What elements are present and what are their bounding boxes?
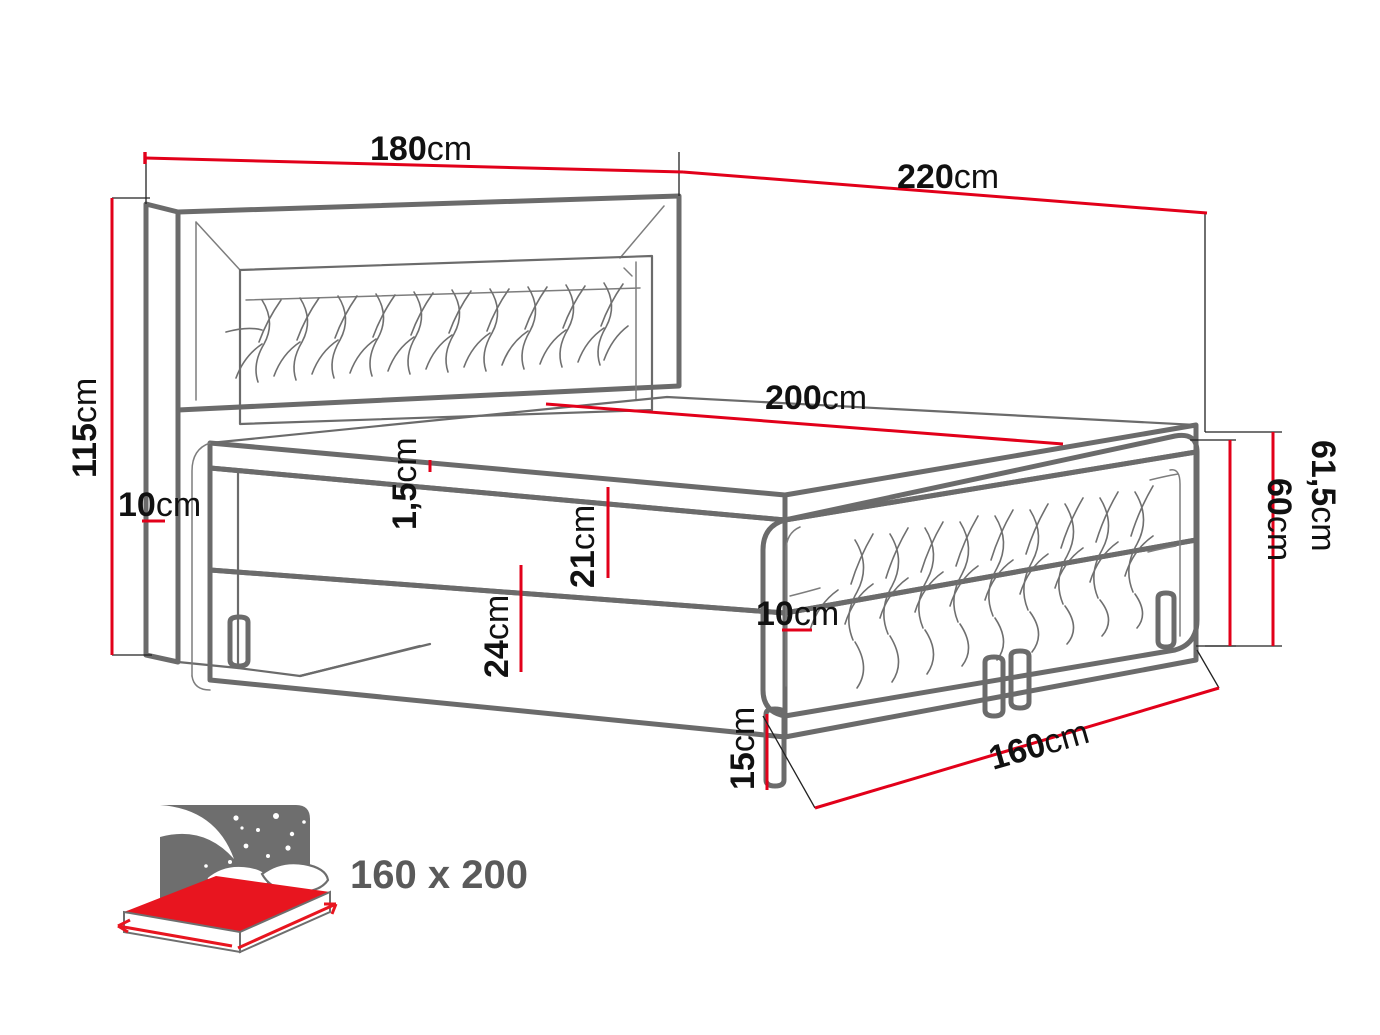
- leg-front-right-b: [1008, 648, 1032, 711]
- dim-line-180: [144, 156, 684, 174]
- footboard-right-pleat-top: [1149, 473, 1179, 481]
- leg-rear-right: [1155, 590, 1177, 650]
- dim-line-200: [545, 402, 1064, 446]
- headboard-insert-frame: [238, 254, 654, 426]
- label-mattress-length: 200cm: [765, 379, 867, 417]
- label-mattress-height: 21cm: [564, 505, 602, 588]
- footboard-group: [760, 432, 1200, 719]
- dim-line-160: [814, 686, 1220, 810]
- base-left-rounded-corner: [191, 442, 211, 677]
- headboard-group: [143, 193, 682, 670]
- footboard-left-pleat: [789, 587, 821, 597]
- footboard-inner-left-seam: [785, 526, 801, 687]
- footboard-panel: [760, 432, 1200, 719]
- dimension-annotations: [110, 152, 1282, 810]
- floor-guide-left-diag: [298, 642, 432, 678]
- dim-line-220: [682, 170, 1208, 215]
- headboard-insert-corner-tick: [623, 267, 633, 277]
- leg-front-right-a: [982, 654, 1006, 719]
- leg-headboard-front: [227, 614, 251, 669]
- headboard-bevel-top-left: [195, 221, 241, 271]
- icon-dim-arrow-length: [237, 902, 337, 950]
- ext-160-left: [762, 715, 816, 809]
- label-footboard-depth: 10cm: [756, 595, 839, 633]
- floor-guide-left: [236, 644, 422, 678]
- headboard-bevel-top-right: [619, 205, 665, 259]
- topper-front-edge: [207, 440, 788, 523]
- icon-dim-arrowhead-right: [324, 902, 338, 915]
- headboard-insert-top-seam: [245, 287, 641, 301]
- headboard-side-face: [143, 201, 181, 665]
- bed-legs-group: [227, 590, 1177, 789]
- ext-160-right: [1196, 649, 1220, 689]
- base-left-corner-bottom: [191, 675, 211, 691]
- mattress-size-icon: 160 x 200: [117, 805, 528, 954]
- label-total-length: 220cm: [897, 158, 999, 196]
- base-right-face: [782, 537, 1199, 740]
- mattress-size-label: 160 x 200: [350, 853, 528, 897]
- label-sleep-height: 60cm: [1260, 478, 1298, 561]
- leg-front-left: [763, 706, 787, 789]
- mattress-group: [191, 395, 1199, 740]
- label-headboard-width: 180cm: [370, 130, 472, 168]
- footboard-tufting-pattern: [809, 485, 1154, 689]
- headboard-tufting-pattern: [225, 282, 629, 383]
- bed-illustration: [143, 193, 1200, 789]
- label-topper-height: 1,5cm: [386, 437, 424, 530]
- label-base-height: 24cm: [478, 595, 516, 678]
- footboard-right-pleat-bottom: [1147, 545, 1177, 553]
- dimension-labels: 180cm 220cm 115cm 10cm 200cm 1,5cm 21cm: [66, 130, 1342, 790]
- moon-icon: [160, 805, 234, 859]
- label-bed-width: 160cm: [985, 713, 1094, 778]
- label-total-height: 115cm: [66, 378, 104, 478]
- icon-dim-arrowhead-left: [117, 918, 131, 934]
- label-leg-height: 15cm: [724, 707, 762, 790]
- label-headboard-depth: 10cm: [118, 486, 201, 524]
- headboard-front-panel: [175, 193, 682, 413]
- mattress-top: [124, 876, 330, 932]
- label-bed-total-height: 61,5cm: [1304, 440, 1342, 552]
- icon-dim-arrow-width: [117, 924, 233, 948]
